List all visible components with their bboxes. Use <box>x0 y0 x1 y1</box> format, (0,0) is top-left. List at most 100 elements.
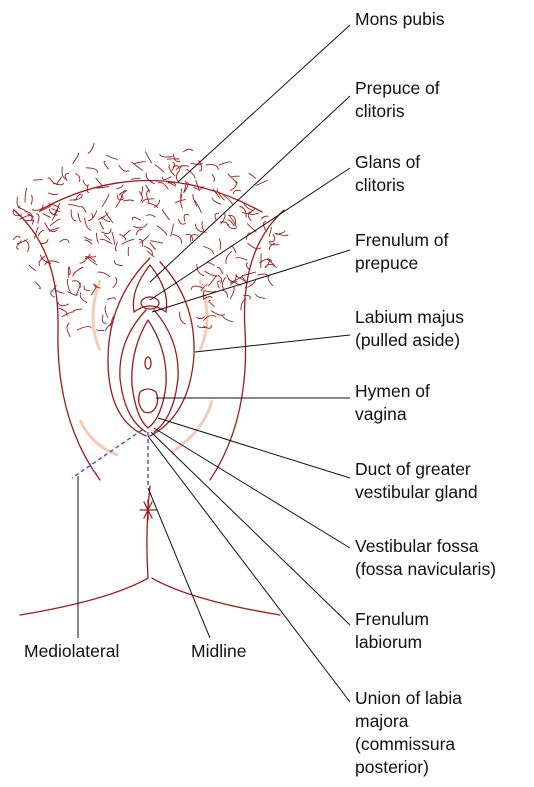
hair-curl <box>155 165 164 172</box>
hair-curl <box>230 287 234 299</box>
hair-curl <box>60 239 69 242</box>
hair-curl <box>57 177 62 185</box>
hair-curl <box>264 221 267 231</box>
hair-curl <box>78 213 81 222</box>
hair-curl <box>147 215 156 217</box>
leader-midline <box>148 488 210 638</box>
hair-curl <box>38 230 44 235</box>
hair-curl <box>25 188 27 202</box>
buttock-left <box>20 578 148 615</box>
leader-prepuce <box>150 96 350 282</box>
hair-curl <box>88 214 93 221</box>
hair-curl <box>212 198 221 204</box>
hair-curl <box>269 227 272 236</box>
hair-curl <box>134 224 147 228</box>
hair-curl <box>83 180 88 187</box>
hair-curl <box>29 265 36 271</box>
vestibule <box>132 320 166 428</box>
hair-curl <box>73 267 83 276</box>
pubic-hair <box>13 143 288 336</box>
hair-curl <box>265 264 274 267</box>
mediolateral-incision <box>72 430 142 478</box>
labium-minus-left <box>120 310 146 432</box>
leader-glans <box>150 168 350 300</box>
hair-curl <box>85 240 92 244</box>
label-frenulum-of-prepuce: Frenulum of prepuce <box>355 229 448 275</box>
label-glans-of-clitoris: Glans of clitoris <box>355 151 420 197</box>
hair-curl <box>45 223 50 232</box>
hair-curl <box>96 178 102 185</box>
hair-curl <box>74 309 83 311</box>
hair-curl <box>124 230 130 236</box>
hair-curl <box>222 316 233 322</box>
hair-curl <box>17 241 22 249</box>
hair-curl <box>136 229 142 235</box>
hair-curl <box>197 317 205 319</box>
mons-curve <box>40 180 262 212</box>
hair-curl <box>49 193 58 195</box>
hair-curl <box>276 231 285 234</box>
hair-curl <box>101 217 110 222</box>
hair-curl <box>158 182 168 188</box>
hair-curl <box>180 312 186 324</box>
hair-curl <box>230 182 236 190</box>
hair-curl <box>32 205 43 210</box>
hair-curl <box>184 214 189 221</box>
hair-curl <box>204 316 216 321</box>
hair-curl <box>113 277 117 287</box>
hair-curl <box>221 290 227 297</box>
left-thigh-outline <box>14 210 100 480</box>
hair-curl <box>62 312 74 317</box>
hair-curl <box>249 173 256 178</box>
hair-curl <box>31 195 32 204</box>
hair-curl <box>102 315 106 324</box>
hair-curl <box>262 216 269 219</box>
label-mons-pubis: Mons pubis <box>355 8 445 31</box>
hair-curl <box>51 228 59 230</box>
hair-curl <box>98 272 110 277</box>
leader-frenulum-prepuce <box>152 250 350 312</box>
label-duct-of-greater-vestibular-gland: Duct of greater vestibular gland <box>355 458 478 504</box>
hair-curl <box>209 275 217 286</box>
leader-lines <box>78 25 350 702</box>
hair-curl <box>67 323 70 336</box>
hair-curl <box>150 243 156 250</box>
hair-curl <box>132 217 140 220</box>
hair-curl <box>162 177 171 180</box>
hair-curl <box>116 195 122 208</box>
hair-curl <box>212 174 215 181</box>
label-union-of-labia-majora: Union of labia majora (commissura poster… <box>355 687 462 779</box>
buttock-right <box>152 578 280 615</box>
hair-curl <box>122 239 134 244</box>
hair-curl <box>84 286 90 291</box>
leader-union <box>148 436 350 702</box>
hair-curl <box>54 183 64 185</box>
hair-curl <box>17 197 20 206</box>
hair-curl <box>102 194 109 206</box>
label-hymen-of-vagina: Hymen of vagina <box>355 380 430 426</box>
anus <box>140 500 156 520</box>
hair-curl <box>219 162 231 165</box>
hair-curl <box>268 276 273 286</box>
hair-curl <box>67 279 70 292</box>
label-prepuce-of-clitoris: Prepuce of clitoris <box>355 77 440 123</box>
hair-curl <box>246 263 249 270</box>
hair-curl <box>101 239 113 244</box>
hair-curl <box>105 235 110 240</box>
hair-curl <box>219 239 220 250</box>
hymen-opening <box>139 389 158 413</box>
hair-curl <box>106 155 117 160</box>
hair-curl <box>148 251 155 257</box>
hair-curl <box>195 201 202 213</box>
hair-curl <box>37 214 39 223</box>
hair-curl <box>97 330 104 331</box>
hair-curl <box>229 224 236 228</box>
hair-curl <box>226 251 232 263</box>
hair-curl <box>45 261 59 265</box>
hair-curl <box>123 200 133 201</box>
hair-curl <box>85 237 92 240</box>
hair-curl <box>96 233 98 243</box>
hair-curl <box>132 162 143 170</box>
leader-mons-pubis <box>178 25 350 182</box>
hair-curl <box>116 242 118 251</box>
